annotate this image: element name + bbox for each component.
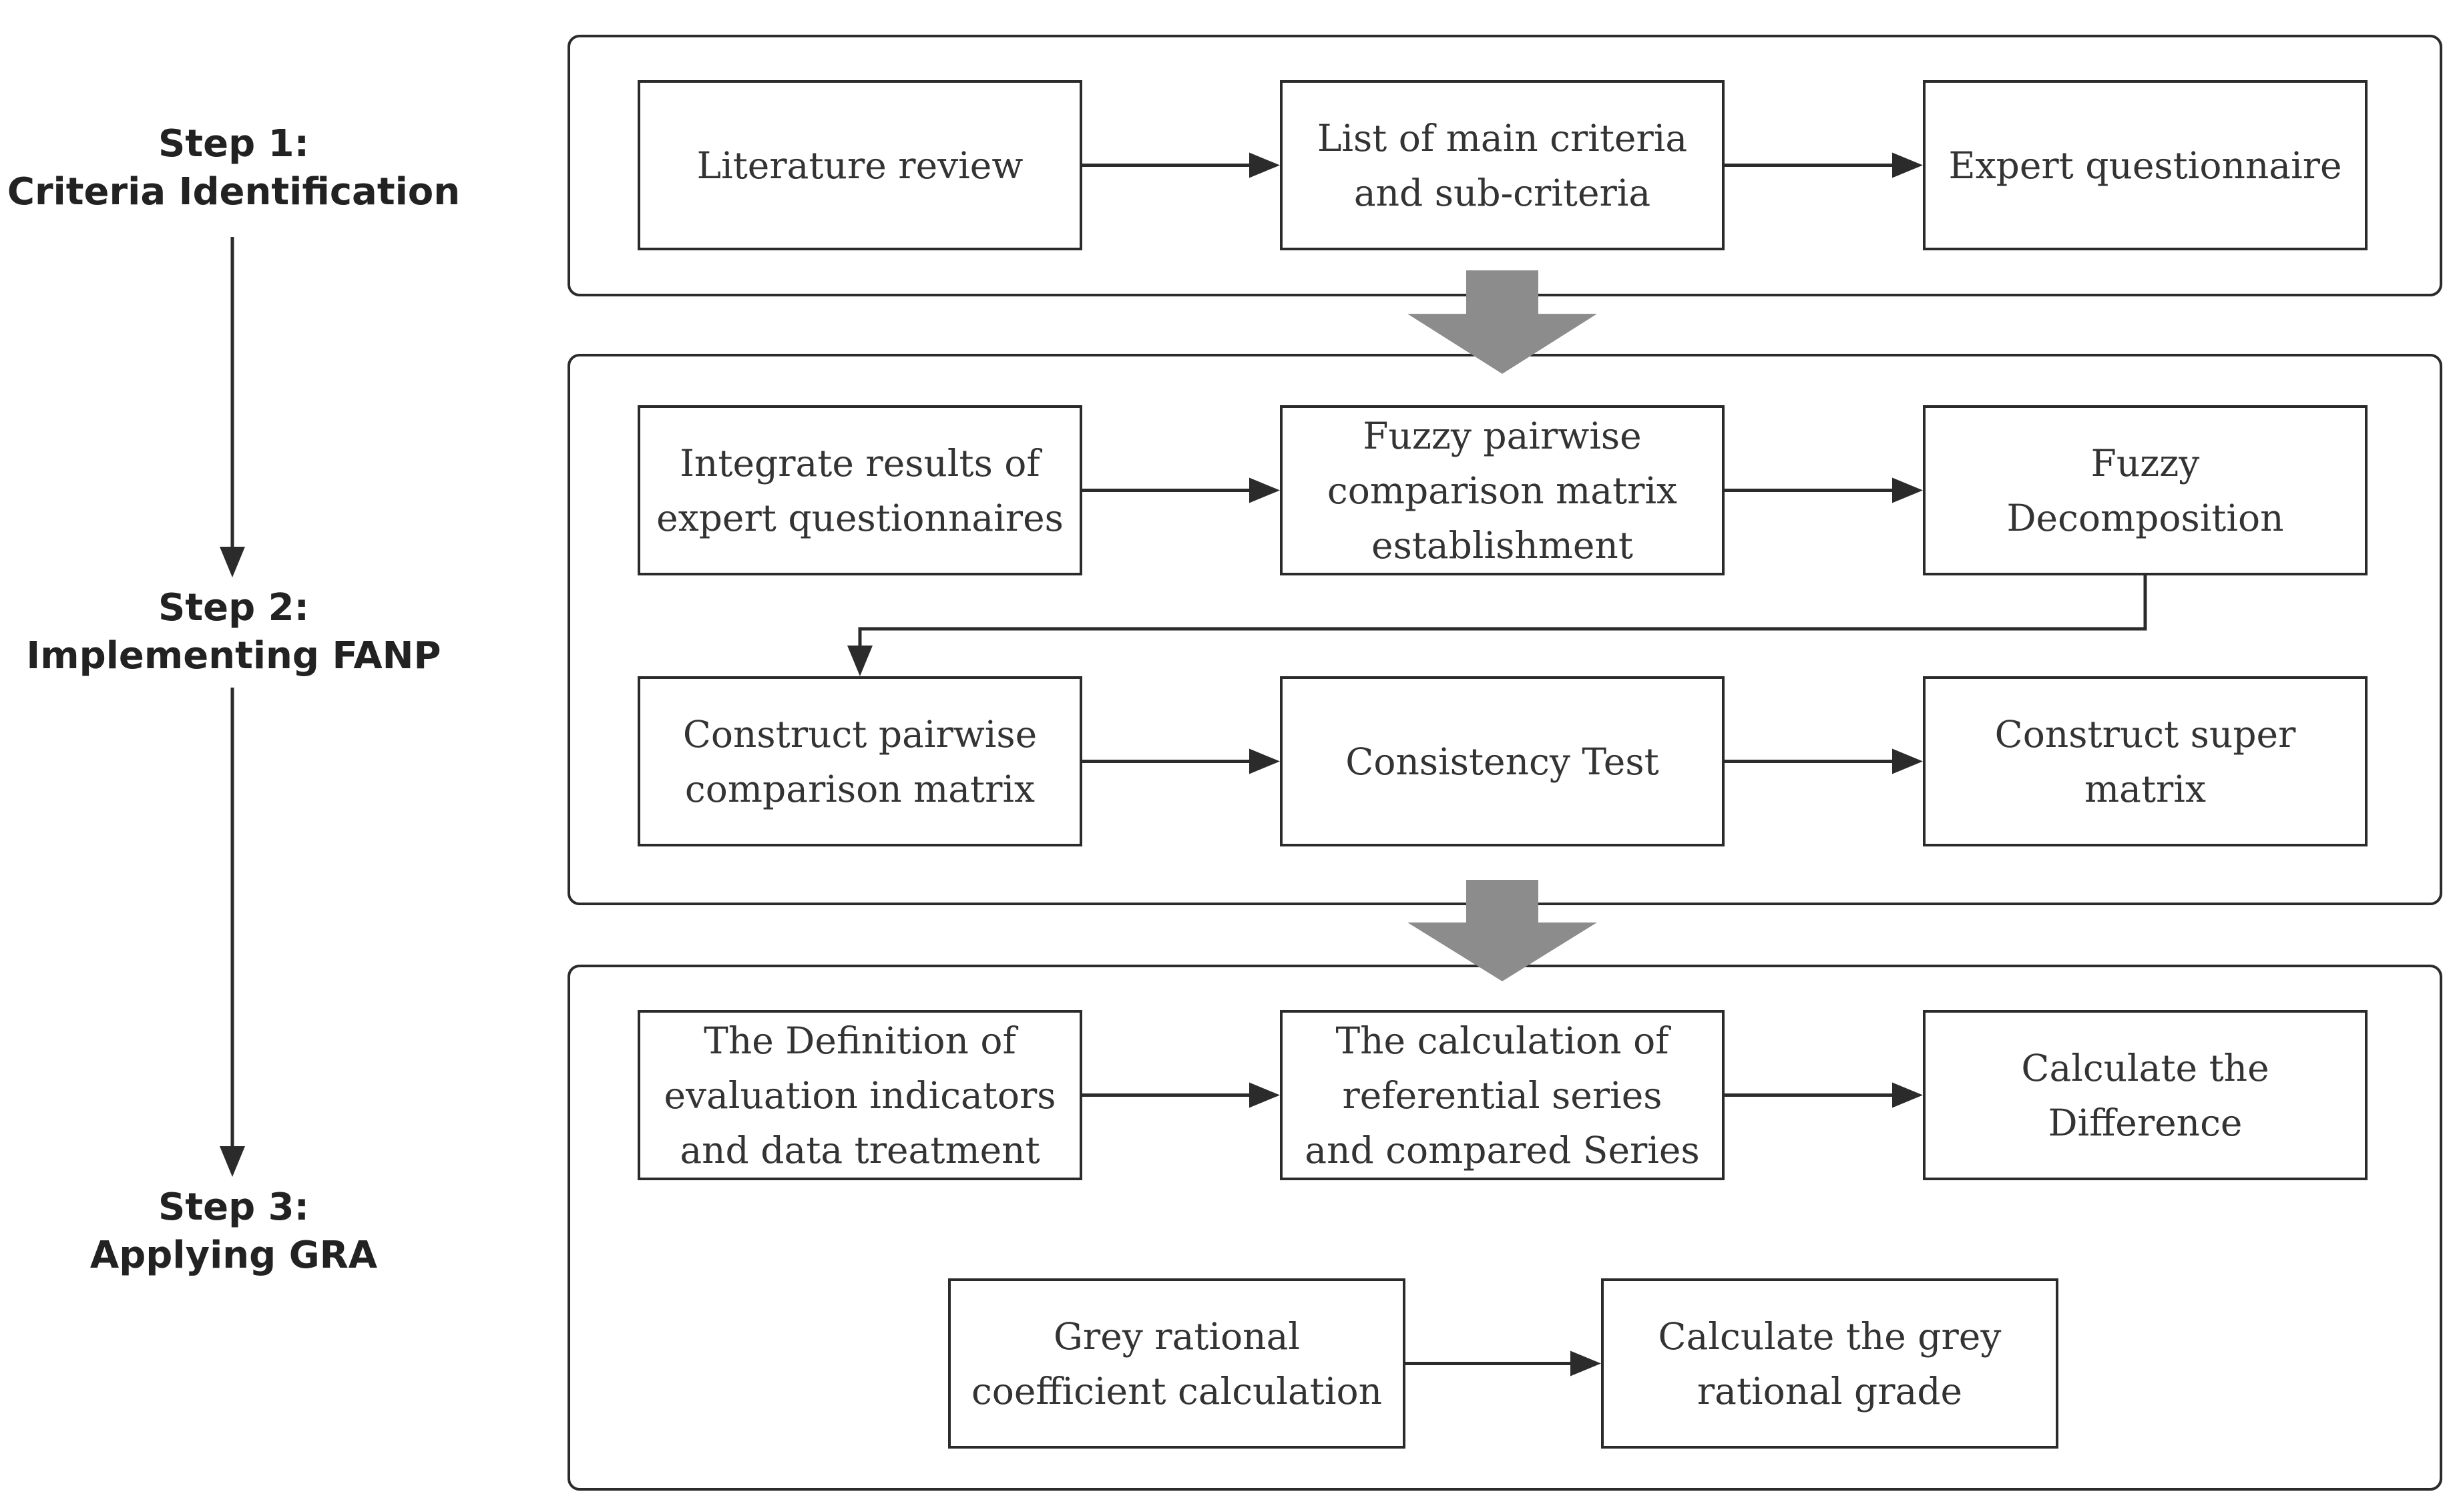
calculate-difference-line: Calculate the bbox=[2021, 1046, 2269, 1089]
fuzzy-pairwise-box: Fuzzy pairwise comparison matrix establi… bbox=[1280, 405, 1725, 575]
expert-questionnaire-box: Expert questionnaire bbox=[1923, 80, 2368, 250]
calculation-series-line: referential series bbox=[1342, 1073, 1662, 1117]
consistency-test-line: Consistency Test bbox=[1345, 740, 1659, 783]
grey-coefficient-line: Grey rational bbox=[1053, 1314, 1300, 1358]
step1-to-step2-arrow-arrowhead bbox=[220, 547, 245, 577]
step1-to-step2-block-arrow bbox=[1407, 270, 1597, 374]
fuzzy-decomposition-box: Fuzzy Decomposition bbox=[1923, 405, 2368, 575]
step2-to-step3-arrow-arrowhead bbox=[220, 1146, 245, 1177]
literature-review-box: Literature review bbox=[638, 80, 1082, 250]
connector-definition_indicators-to-calculation_series-arrowhead bbox=[1249, 1082, 1280, 1108]
grey-grade-line: rational grade bbox=[1697, 1369, 1963, 1413]
connector-fuzzy_decomposition-to-construct_pairwise bbox=[858, 575, 2147, 650]
integrate-results-line: Integrate results of bbox=[680, 441, 1040, 485]
step2-number: Step 2: bbox=[158, 586, 310, 629]
connector-calculation_series-to-calculate_difference-arrowhead bbox=[1892, 1082, 1923, 1108]
grey-grade-box: Calculate the grey rational grade bbox=[1601, 1278, 2058, 1449]
definition-indicators-line: The Definition of bbox=[704, 1019, 1016, 1062]
definition-indicators-line: evaluation indicators bbox=[664, 1073, 1056, 1117]
definition-indicators-line: and data treatment bbox=[680, 1128, 1040, 1172]
consistency-test-box: Consistency Test bbox=[1280, 676, 1725, 846]
fuzzy-decomposition-line: Fuzzy bbox=[2090, 441, 2200, 485]
step3-number: Step 3: bbox=[158, 1186, 310, 1229]
connector-fuzzy_decomposition-to-construct_pairwise-arrowhead bbox=[847, 646, 873, 676]
list-main-criteria-line: and sub-criteria bbox=[1353, 171, 1651, 214]
step2-title: Implementing FANP bbox=[26, 634, 441, 678]
connector-list_main_criteria-to-expert_questionnaire-arrowhead bbox=[1892, 152, 1923, 178]
expert-questionnaire-line: Expert questionnaire bbox=[1948, 144, 2342, 187]
step3-label: Step 3: Applying GRA bbox=[0, 1184, 467, 1280]
fuzzy-pairwise-line: establishment bbox=[1371, 523, 1633, 567]
step1-number: Step 1: bbox=[158, 122, 310, 166]
list-main-criteria-line: List of main criteria bbox=[1317, 116, 1688, 160]
construct-super-box: Construct super matrix bbox=[1923, 676, 2368, 846]
connector-grey_coefficient-to-grey_grade-arrowhead bbox=[1570, 1350, 1601, 1376]
fuzzy-decomposition-line: Decomposition bbox=[2006, 496, 2284, 539]
grey-grade-line: Calculate the grey bbox=[1658, 1314, 2002, 1358]
grey-coefficient-box: Grey rational coefficient calculation bbox=[948, 1278, 1405, 1449]
construct-pairwise-box: Construct pairwise comparison matrix bbox=[638, 676, 1082, 846]
calculate-difference-box: Calculate the Difference bbox=[1923, 1010, 2368, 1180]
calculation-series-line: The calculation of bbox=[1335, 1019, 1669, 1062]
grey-coefficient-line: coefficient calculation bbox=[971, 1369, 1383, 1413]
construct-super-line: Construct super bbox=[1994, 712, 2296, 756]
integrate-results-line: expert questionnaires bbox=[656, 496, 1064, 539]
connector-literature_review-to-list_main_criteria-arrowhead bbox=[1249, 152, 1280, 178]
step1-label: Step 1: Criteria Identification bbox=[0, 120, 467, 216]
step2-label: Step 2: Implementing FANP bbox=[0, 584, 467, 680]
construct-pairwise-line: Construct pairwise bbox=[682, 712, 1038, 756]
fuzzy-pairwise-line: comparison matrix bbox=[1327, 469, 1678, 512]
construct-pairwise-line: comparison matrix bbox=[684, 767, 1036, 810]
calculate-difference-line: Difference bbox=[2048, 1101, 2243, 1144]
calculation-series-line: and compared Series bbox=[1305, 1128, 1700, 1172]
construct-super-line: matrix bbox=[2084, 767, 2206, 810]
connector-integrate_results-to-fuzzy_pairwise-arrowhead bbox=[1249, 477, 1280, 503]
list-main-criteria-box: List of main criteria and sub-criteria bbox=[1280, 80, 1725, 250]
literature-review-line: Literature review bbox=[696, 144, 1024, 187]
definition-indicators-box: The Definition of evaluation indicators … bbox=[638, 1010, 1082, 1180]
connector-construct_pairwise-to-consistency_test-arrowhead bbox=[1249, 748, 1280, 774]
step3-title: Applying GRA bbox=[89, 1234, 378, 1277]
calculation-series-box: The calculation of referential series an… bbox=[1280, 1010, 1725, 1180]
connector-consistency_test-to-construct_super-arrowhead bbox=[1892, 748, 1923, 774]
step2-to-step3-block-arrow bbox=[1407, 880, 1597, 981]
fuzzy-pairwise-line: Fuzzy pairwise bbox=[1363, 414, 1642, 457]
connector-fuzzy_pairwise-to-fuzzy_decomposition-arrowhead bbox=[1892, 477, 1923, 503]
step1-title: Criteria Identification bbox=[7, 170, 461, 214]
integrate-results-box: Integrate results of expert questionnair… bbox=[638, 405, 1082, 575]
